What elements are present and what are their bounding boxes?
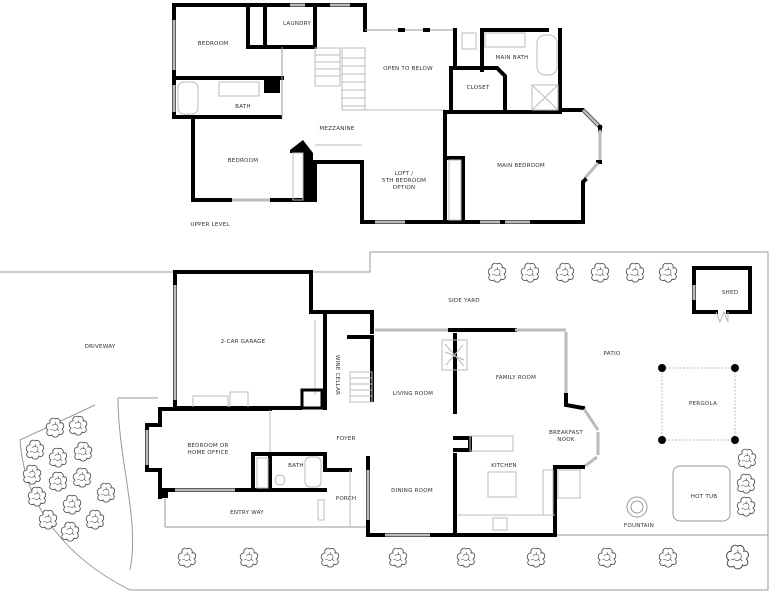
tree-icon: [736, 473, 756, 494]
label-patio: PATIO: [604, 351, 621, 357]
fountain: [626, 496, 648, 518]
tree-icon: [177, 547, 197, 568]
tree-icon: [62, 494, 82, 515]
tree-icon: [48, 471, 68, 492]
tree-icon: [388, 547, 408, 568]
label-breakfast-line2: NOOK: [557, 437, 575, 443]
tree-icon: [736, 496, 756, 517]
label-main-bath: BATH: [288, 463, 304, 469]
tree-icon: [726, 544, 749, 570]
label-garage: 2-CAR GARAGE: [221, 339, 266, 345]
tree-icon: [658, 262, 678, 283]
staircase-upper: [314, 47, 445, 146]
label-loft-line2: 5TH BEDROOM: [382, 178, 426, 184]
label-open-to-below: OPEN TO BELOW: [383, 66, 433, 72]
tree-icon: [320, 547, 340, 568]
upper-level-title: UPPER LEVEL: [190, 222, 230, 228]
tree-icon: [658, 547, 678, 568]
label-loft-line1: LOFT /: [395, 171, 414, 177]
label-upper-bedroom-2: BEDROOM: [228, 158, 259, 164]
label-living-room: LIVING ROOM: [393, 391, 433, 397]
label-hot-tub: HOT TUB: [691, 494, 718, 500]
label-porch: PORCH: [336, 496, 357, 502]
tree-icon: [487, 262, 507, 283]
label-entry-way: ENTRY WAY: [230, 510, 264, 516]
tree-icon: [73, 441, 93, 462]
hot-tub: [672, 465, 731, 522]
label-wine-cellar: WINE CELLAR: [334, 355, 340, 395]
label-closet: CLOSET: [467, 85, 490, 91]
label-dining-room: DINING ROOM: [391, 488, 433, 494]
label-upper-bedroom-1: BEDROOM: [198, 41, 229, 47]
tree-icon: [597, 547, 617, 568]
label-side-yard: SIDE YARD: [448, 298, 480, 304]
tree-icon: [96, 482, 116, 503]
tree-icon: [625, 262, 645, 283]
label-breakfast-line1: BREAKFAST: [549, 430, 583, 436]
chimney-block: [264, 78, 280, 93]
tree-icon: [68, 415, 88, 436]
tree-icon: [555, 262, 575, 283]
label-driveway: DRIVEWAY: [85, 344, 116, 350]
label-pergola: PERGOLA: [689, 401, 717, 407]
tree-icon: [48, 447, 68, 468]
tree-icon: [520, 262, 540, 283]
tree-icon: [60, 521, 80, 542]
tree-icon: [526, 547, 546, 568]
label-main-bedroom: MAIN BEDROOM: [497, 163, 545, 169]
tree-icon: [22, 464, 42, 485]
pergola-post: [658, 436, 666, 444]
upper-level-plan: [172, 3, 603, 224]
tree-icon: [239, 547, 259, 568]
label-shed: SHED: [722, 290, 738, 296]
label-fountain: FOUNTAIN: [624, 523, 654, 529]
pergola-post: [658, 364, 666, 372]
main-level-plan: [0, 251, 769, 591]
label-foyer: FOYER: [336, 436, 355, 442]
tree-icon: [25, 439, 45, 460]
label-mezzanine: MEZZANINE: [319, 126, 354, 132]
pergola-post: [731, 364, 739, 372]
tree-icon: [590, 262, 610, 283]
tree-icon: [38, 509, 58, 530]
tree-icon: [72, 467, 92, 488]
label-office-line1: BEDROOM OR: [187, 443, 228, 449]
label-kitchen: KITCHEN: [491, 463, 517, 469]
pergola-post: [731, 436, 739, 444]
label-office-line2: HOME OFFICE: [188, 450, 229, 456]
tree-icon: [456, 547, 476, 568]
label-laundry: LAUNDRY: [283, 21, 311, 27]
staircase-main: [349, 371, 373, 403]
label-loft-line3: OPTION: [393, 185, 416, 191]
label-main-bath: MAIN BATH: [496, 55, 529, 61]
label-upper-bath: BATH: [235, 104, 251, 110]
tree-icon: [737, 448, 757, 469]
label-family-room: FAMILY ROOM: [496, 375, 536, 381]
tree-icon: [85, 509, 105, 530]
